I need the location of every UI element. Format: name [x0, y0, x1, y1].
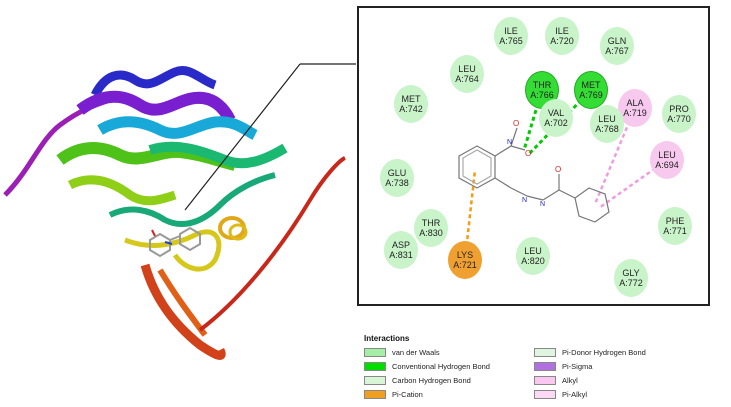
legend-item: van der Waals	[364, 348, 440, 357]
svg-text:O: O	[555, 165, 561, 174]
legend-label: Pi-Alkyl	[562, 390, 588, 399]
residue-name: ALA	[626, 98, 644, 108]
legend-label: Pi-Cation	[392, 390, 423, 399]
svg-text:N: N	[540, 201, 545, 208]
residue-number: A:820	[521, 256, 545, 266]
residue-name: MET	[401, 94, 421, 104]
residue-number: A:830	[419, 228, 443, 238]
residue-name: LYS	[456, 250, 474, 260]
svg-text:O: O	[513, 119, 519, 128]
legend-title: Interactions	[364, 334, 410, 343]
legend-label: Carbon Hydrogen Bond	[392, 376, 471, 385]
legend-item: Pi-Sigma	[534, 362, 592, 371]
ligand-structure	[458, 127, 610, 223]
residue-number: A:742	[399, 104, 423, 114]
residue-number: A:720	[550, 36, 574, 46]
residue-number: A:764	[455, 74, 479, 84]
legend-swatch	[534, 390, 556, 399]
residue-name: THR	[532, 80, 552, 90]
legend-item: Pi-Alkyl	[534, 390, 587, 399]
svg-text:N: N	[507, 139, 512, 146]
residue-number: A:772	[619, 278, 643, 288]
legend-item: Carbon Hydrogen Bond	[364, 376, 471, 385]
legend-swatch	[534, 362, 556, 371]
legend-label: van der Waals	[392, 348, 440, 357]
legend-label: Pi-Sigma	[562, 362, 593, 371]
residue-number: A:769	[579, 90, 603, 100]
legend-label: Conventional Hydrogen Bond	[392, 362, 490, 371]
legend-swatch	[364, 362, 386, 371]
residue-name: LEU	[598, 114, 616, 124]
protein-ribbon-structure	[3, 63, 356, 360]
residue-number: A:771	[663, 226, 687, 236]
legend-item: Pi-Cation	[364, 390, 423, 399]
legend-swatch	[364, 348, 386, 357]
residue-name: ASP	[391, 240, 410, 250]
residue-name: MET	[581, 80, 601, 90]
residue-number: A:694	[655, 160, 679, 170]
svg-text:N: N	[522, 197, 527, 204]
residue-number: A:721	[453, 260, 477, 270]
legend-label: Alkyl	[562, 376, 578, 385]
residue-name: GLN	[607, 36, 627, 46]
legend-swatch	[534, 348, 556, 357]
residue-number: A:766	[530, 90, 554, 100]
residue-name: ILE	[555, 26, 569, 36]
residue-number: A:738	[385, 178, 409, 188]
legend-item: Alkyl	[534, 376, 578, 385]
legend-swatch	[364, 390, 386, 399]
residue-number: A:765	[499, 36, 523, 46]
residue-name: LEU	[458, 64, 476, 74]
residue-number: A:770	[667, 114, 691, 124]
legend-label: Pi-Donor Hydrogen Bond	[562, 348, 646, 357]
residue-number: A:702	[544, 118, 568, 128]
residue-name: GLU	[387, 168, 407, 178]
legend-swatch	[534, 376, 556, 385]
legend-item: Conventional Hydrogen Bond	[364, 362, 490, 371]
legend-swatch	[364, 376, 386, 385]
residue-number: A:767	[605, 46, 629, 56]
residue-number: A:768	[595, 124, 619, 134]
benzoyl-ring	[574, 187, 610, 223]
residue-name: GLY	[622, 268, 640, 278]
svg-text:O: O	[525, 149, 531, 158]
residue-name: PRO	[669, 104, 689, 114]
residue-name: THR	[421, 218, 441, 228]
residue-name: VAL	[547, 108, 565, 118]
residue-number: A:831	[389, 250, 413, 260]
residue-name: LEU	[658, 150, 676, 160]
residue-name: PHE	[665, 216, 685, 226]
residue-name: ILE	[504, 26, 518, 36]
residue-name: LEU	[524, 246, 542, 256]
legend-item: Pi-Donor Hydrogen Bond	[534, 348, 646, 357]
residue-number: A:719	[623, 108, 647, 118]
nitrophenyl-ring	[458, 145, 496, 189]
